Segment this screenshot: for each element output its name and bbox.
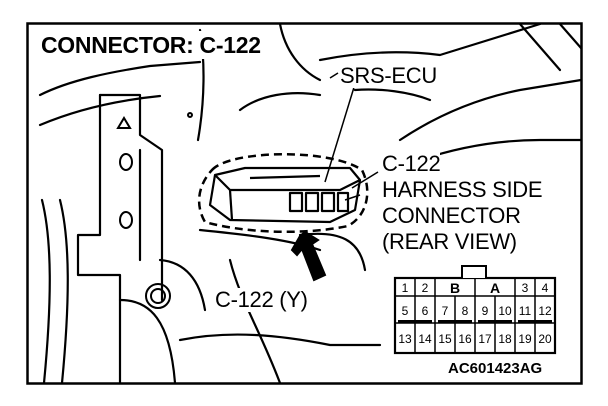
figure-code: AC601423AG bbox=[448, 360, 543, 378]
harness-label-line4: (REAR VIEW) bbox=[382, 229, 517, 254]
harness-label-line2: HARNESS SIDE bbox=[382, 177, 543, 202]
pin-label: 12 bbox=[538, 304, 552, 318]
pin-row-3: 13 14 15 16 17 18 19 20 bbox=[398, 332, 552, 346]
pin-label: 19 bbox=[518, 332, 532, 346]
leader-lines bbox=[324, 72, 379, 201]
pin-row-2: 5 6 7 8 9 10 11 12 bbox=[402, 304, 552, 318]
pinout-face: 1 2 B A 3 4 5 6 7 8 9 10 11 12 13 14 bbox=[393, 265, 557, 355]
pin-label: 16 bbox=[458, 332, 472, 346]
pin-label: B bbox=[450, 280, 460, 296]
diagram-title: CONNECTOR: C-122 bbox=[37, 31, 265, 59]
pin-label: 1 bbox=[402, 281, 409, 295]
pin-label: 4 bbox=[542, 281, 549, 295]
srs-ecu-unit bbox=[208, 166, 362, 224]
pin-label: 3 bbox=[522, 281, 529, 295]
harness-label-line3: CONNECTOR bbox=[382, 203, 521, 228]
pin-label: 14 bbox=[418, 332, 432, 346]
ecu-dashed-outline bbox=[197, 153, 369, 234]
pin-label: 5 bbox=[402, 304, 409, 318]
pin-label: 11 bbox=[519, 304, 532, 318]
harness-label-line1: C-122 bbox=[382, 151, 441, 176]
connector-color-label: C-122 (Y) bbox=[215, 287, 308, 312]
pin-label: 7 bbox=[442, 304, 449, 318]
bracket-holes bbox=[116, 112, 193, 309]
pin-label: 13 bbox=[398, 332, 412, 346]
srs-ecu-label: SRS-ECU bbox=[340, 63, 437, 88]
pin-label: 9 bbox=[482, 304, 489, 318]
pointer-arrow bbox=[290, 230, 327, 282]
pin-label: 10 bbox=[498, 304, 512, 318]
pin-label: 6 bbox=[422, 304, 429, 318]
pin-label: 20 bbox=[538, 332, 552, 346]
pin-label: A bbox=[490, 280, 500, 296]
pin-label: 18 bbox=[498, 332, 512, 346]
figure-frame bbox=[26, 22, 583, 385]
body-panels bbox=[38, 22, 583, 385]
pin-label: 15 bbox=[438, 332, 452, 346]
pin-label: 17 bbox=[478, 332, 492, 346]
pin-label: 8 bbox=[462, 304, 469, 318]
pin-row-1: 1 2 B A 3 4 bbox=[402, 280, 549, 296]
pin-label: 2 bbox=[422, 281, 429, 295]
